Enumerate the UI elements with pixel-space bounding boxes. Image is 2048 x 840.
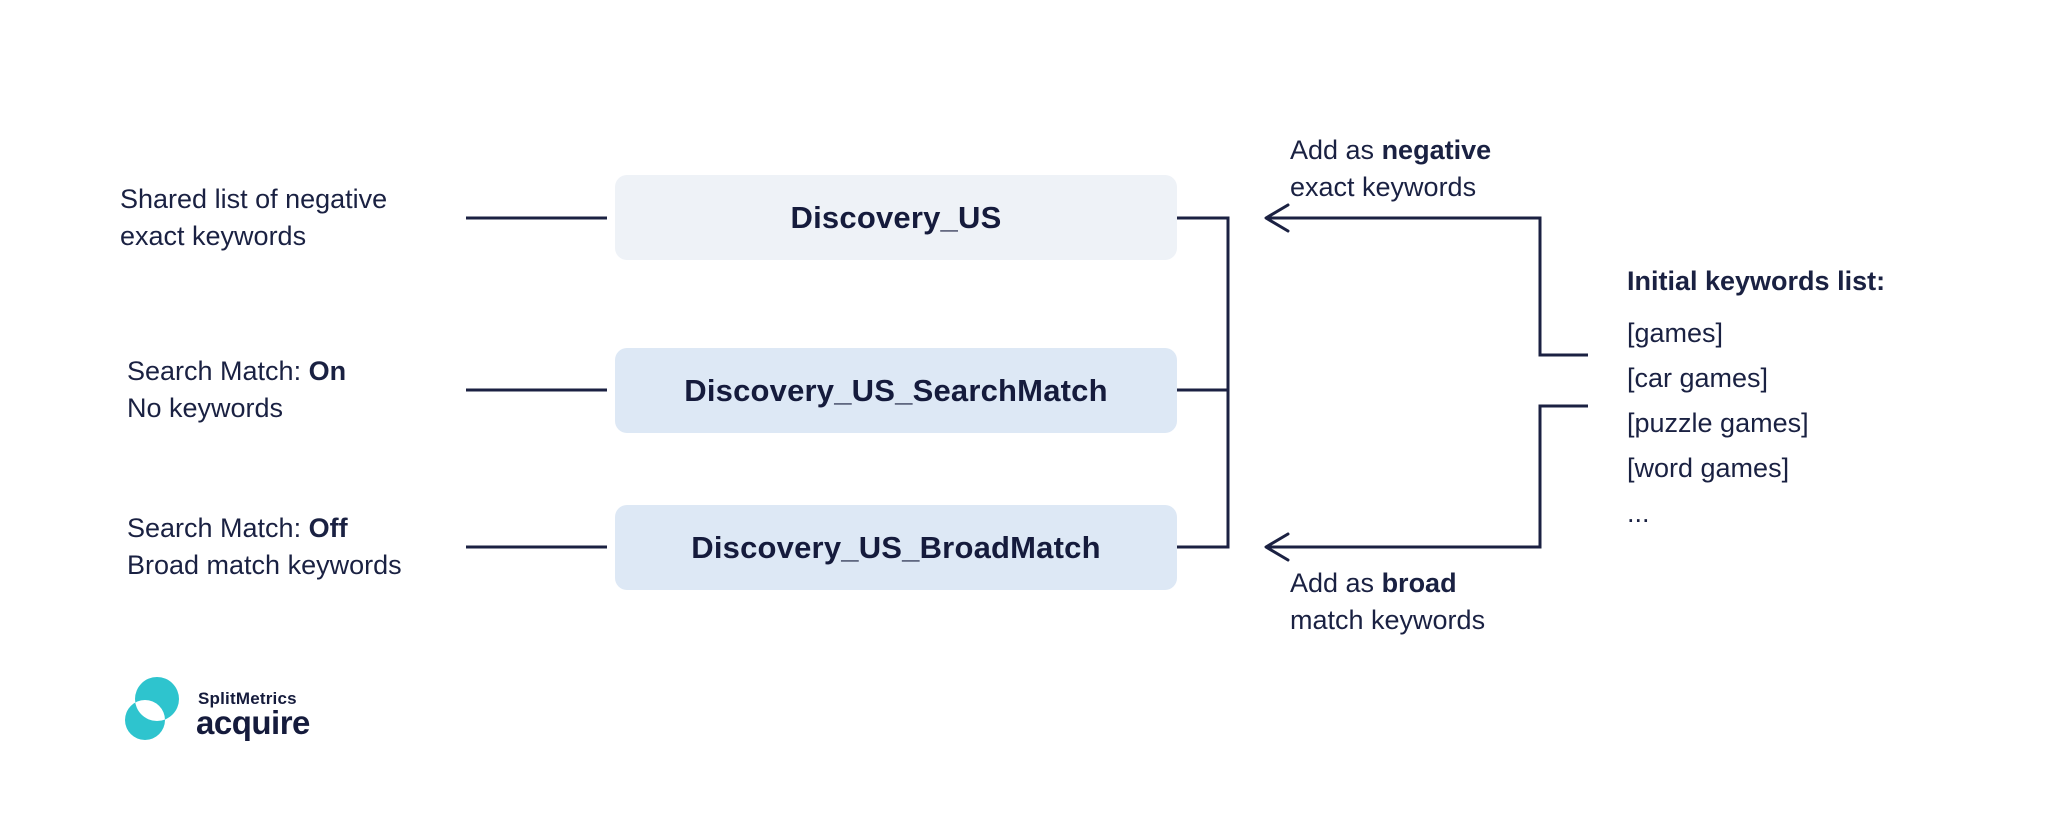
label-shared-negative-list: Shared list of negative exact keywords xyxy=(120,181,387,255)
arrow-broad-head-icon xyxy=(1264,532,1290,562)
annotation-add-negative: Add as negative exact keywords xyxy=(1290,132,1491,206)
label-line: Shared list of negative xyxy=(120,184,388,214)
annotation-line: Add as negative xyxy=(1290,135,1492,165)
right-bracket-connector xyxy=(1177,216,1230,549)
arrow-negative-path xyxy=(1266,216,1588,357)
arrow-broad-path xyxy=(1266,404,1588,549)
keyword-item: [word games] xyxy=(1627,453,1790,483)
keyword-item: ... xyxy=(1627,498,1650,528)
keywords-list: [games] [car games] [puzzle games] [word… xyxy=(1627,311,1885,536)
label-search-match-on: Search Match: On No keywords xyxy=(127,353,346,427)
keyword-item: [puzzle games] xyxy=(1627,408,1809,438)
keywords-panel: Initial keywords list: [games] [car game… xyxy=(1627,263,1885,536)
logo-product-text: acquire xyxy=(196,704,310,741)
annotation-line: match keywords xyxy=(1290,605,1486,635)
label-line: Search Match: Off xyxy=(127,513,348,543)
label-line: Search Match: On xyxy=(127,356,347,386)
label-search-match-off: Search Match: Off Broad match keywords xyxy=(127,510,402,584)
logo-brand-text: SplitMetrics xyxy=(198,689,297,708)
splitmetrics-acquire-logo: SplitMetrics acquire xyxy=(115,668,375,748)
label-line: No keywords xyxy=(127,393,284,423)
campaign-box-discovery-us: Discovery_US xyxy=(615,175,1177,260)
annotation-add-broad: Add as broad match keywords xyxy=(1290,565,1485,639)
keyword-item: [games] xyxy=(1627,318,1724,348)
campaign-box-discovery-us-broadmatch: Discovery_US_BroadMatch xyxy=(615,505,1177,590)
keywords-panel-title: Initial keywords list: xyxy=(1627,266,1886,296)
label-line: exact keywords xyxy=(120,221,307,251)
splitmetrics-circles-icon xyxy=(125,677,179,740)
arrow-negative-head-icon xyxy=(1264,203,1290,233)
keyword-item: [car games] xyxy=(1627,363,1769,393)
campaign-box-discovery-us-searchmatch: Discovery_US_SearchMatch xyxy=(615,348,1177,433)
label-line: Broad match keywords xyxy=(127,550,402,580)
annotation-line: exact keywords xyxy=(1290,172,1477,202)
annotation-line: Add as broad xyxy=(1290,568,1457,598)
